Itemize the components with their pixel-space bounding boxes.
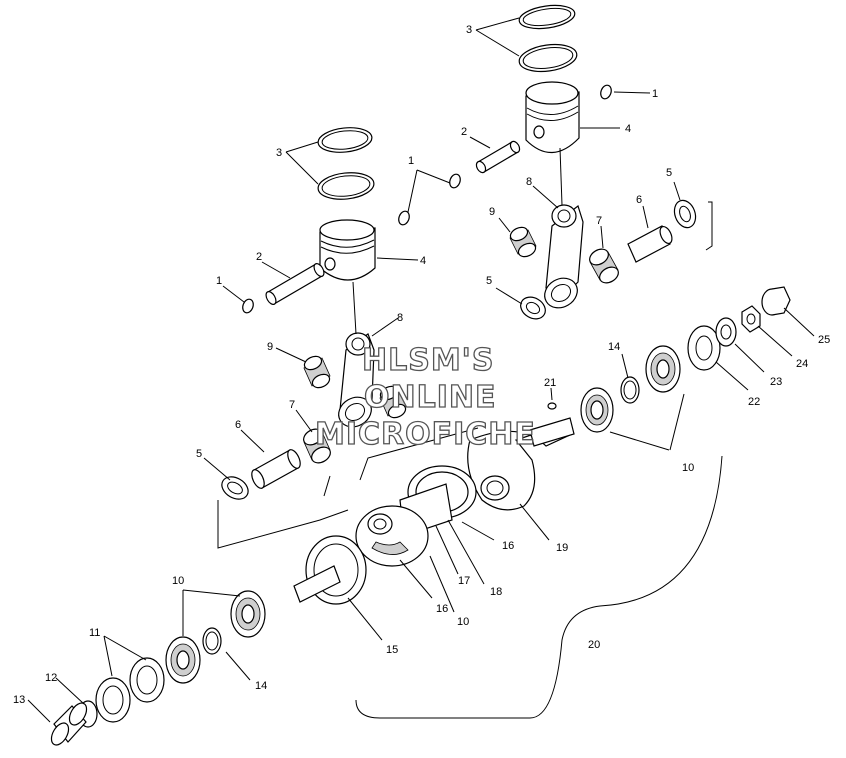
callout-4-left: 4 [420, 255, 426, 267]
callout-1-top: 1 [652, 88, 658, 100]
washer-left-5 [221, 476, 249, 500]
callout-5-mid: 5 [486, 275, 492, 287]
needle-bearing-left-mid [379, 385, 407, 419]
pin-left-6 [251, 449, 301, 489]
callout-4-top: 4 [625, 123, 631, 135]
piston-right [525, 81, 580, 154]
callout-2-top: 2 [461, 126, 467, 138]
connecting-rod-right [544, 204, 584, 309]
callout-1-mid: 1 [408, 155, 414, 167]
circlip-right-top [600, 84, 612, 100]
bearing-left-inner [165, 636, 201, 684]
callout-7-left: 7 [289, 399, 295, 411]
piston-ring-lower-right [518, 43, 578, 73]
pin-right-6 [627, 225, 673, 263]
callout-5-top: 5 [666, 167, 672, 179]
circlip-left-bottom [242, 298, 254, 314]
cap-25 [761, 286, 791, 316]
callout-1-left: 1 [216, 275, 222, 287]
piston-left [319, 219, 376, 281]
crankshaft-web-16 [355, 505, 429, 567]
callout-10-right: 10 [682, 462, 694, 474]
callout-10-left: 10 [172, 575, 184, 587]
callout-8-top: 8 [526, 176, 532, 188]
piston-ring-upper-left [317, 127, 373, 153]
piston-pin-left [265, 263, 325, 305]
watermark-line-1: HLSM'S [362, 343, 494, 378]
callout-2-left: 2 [256, 251, 262, 263]
callout-12: 12 [45, 672, 57, 684]
callout-10-center: 10 [457, 616, 469, 628]
callout-18: 18 [490, 586, 502, 598]
washer-right-5-mid [520, 296, 546, 320]
assembly-brace-20 [355, 455, 723, 719]
callout-7-top: 7 [596, 215, 602, 227]
circlip-left-top [398, 210, 410, 226]
callout-5-left: 5 [196, 448, 202, 460]
callout-13: 13 [13, 694, 25, 706]
callout-24: 24 [796, 358, 808, 370]
callout-3-top: 3 [466, 24, 472, 36]
callout-labels: 3 1 4 2 3 1 8 5 6 9 7 2 4 1 5 8 9 14 25 … [13, 24, 830, 706]
callout-9-left: 9 [267, 341, 273, 353]
ring-14-right [620, 376, 640, 404]
callout-15: 15 [386, 644, 398, 656]
callout-21: 21 [544, 377, 556, 389]
piston-pin-right [475, 140, 521, 174]
callout-14-left: 14 [255, 680, 267, 692]
callout-16-left: 16 [436, 603, 448, 615]
callout-3-left: 3 [276, 147, 282, 159]
callout-23: 23 [770, 376, 782, 388]
callout-14-right: 14 [608, 341, 620, 353]
bearing-left-outer [230, 590, 266, 638]
callout-25: 25 [818, 334, 830, 346]
watermark: HLSM'S ONLINE MICROFICHE [314, 342, 536, 452]
seal-11-b [95, 677, 131, 723]
crankshaft-left-half [293, 535, 367, 605]
needle-bearing-left-9 [303, 355, 331, 389]
bearing-right-large [580, 387, 614, 433]
callout-11: 11 [89, 627, 100, 639]
callout-6-left: 6 [235, 419, 241, 431]
collar-13 [50, 702, 88, 746]
seal-22 [687, 325, 721, 371]
crankshaft-right-half [467, 417, 575, 511]
washer-23 [715, 317, 737, 347]
callout-8-left: 8 [397, 312, 403, 324]
bearing-right-7 [589, 248, 619, 284]
nut-24 [741, 305, 761, 333]
piston-ring-upper-right [518, 4, 576, 30]
watermark-line-3: MICROFICHE [315, 417, 536, 452]
watermark-line-2: ONLINE [364, 380, 497, 415]
ring-14-left [202, 627, 222, 655]
piston-ring-lower-left [317, 172, 375, 200]
callout-17: 17 [458, 575, 470, 587]
circlip-right-mid [449, 173, 461, 189]
callout-16-right: 16 [502, 540, 514, 552]
washer-right-5-top [673, 199, 697, 229]
callout-20: 20 [588, 639, 600, 651]
bearing-left-7 [303, 428, 331, 464]
woodruff-key-21 [547, 402, 557, 410]
callout-19: 19 [556, 542, 568, 554]
callout-9-top: 9 [489, 206, 495, 218]
connecting-rod-left [338, 332, 375, 428]
bearing-right-outer [645, 345, 681, 393]
callout-6-top: 6 [636, 194, 642, 206]
needle-bearing-right-9 [509, 226, 537, 258]
callout-22: 22 [748, 396, 760, 408]
seal-11-a [129, 657, 165, 703]
leader-lines [27, 17, 815, 723]
